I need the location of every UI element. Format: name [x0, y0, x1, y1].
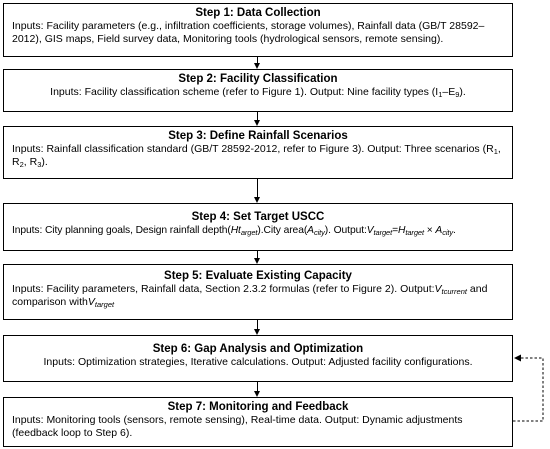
step-4-box: Step 4: Set Target USCC Inputs: City pla…	[3, 203, 513, 251]
step-7-title: Step 7: Monitoring and Feedback	[167, 401, 349, 413]
step-5-title: Step 5: Evaluate Existing Capacity	[164, 270, 352, 282]
arrow-3-4	[254, 179, 260, 203]
step-1-box: Step 1: Data Collection Inputs: Facility…	[3, 3, 513, 57]
arrow-2-3	[254, 112, 260, 126]
step-6-box: Step 6: Gap Analysis and Optimization In…	[3, 335, 513, 382]
step-3-text: Inputs: Rainfall classification standard…	[12, 143, 501, 169]
step-7-box: Step 7: Monitoring and Feedback Inputs: …	[3, 397, 513, 447]
step-6-title: Step 6: Gap Analysis and Optimization	[152, 343, 364, 355]
arrow-1-2	[254, 57, 260, 69]
arrow-6-7	[254, 382, 260, 397]
arrow-4-5	[254, 251, 260, 264]
arrow-5-6	[254, 320, 260, 335]
step-4-text: Inputs: City planning goals, Design rain…	[12, 225, 456, 237]
step-5-text: Inputs: Facility parameters, Rainfall da…	[12, 283, 488, 309]
step-6-text: Inputs: Optimization strategies, Iterati…	[43, 356, 473, 368]
step-3-title: Step 3: Define Rainfall Scenarios	[168, 130, 348, 142]
step-1-text: Inputs: Facility parameters (e.g., infil…	[12, 20, 485, 45]
step-1-title: Step 1: Data Collection	[195, 7, 321, 19]
step-5-box: Step 5: Evaluate Existing Capacity Input…	[3, 264, 513, 320]
step-2-title: Step 2: Facility Classification	[178, 73, 338, 85]
step-2-text: Inputs: Facility classification scheme (…	[50, 86, 466, 99]
step-4-title: Step 4: Set Target USCC	[191, 211, 325, 223]
step-7-text: Inputs: Monitoring tools (sensors, remot…	[12, 414, 463, 439]
step-3-box: Step 3: Define Rainfall Scenarios Inputs…	[3, 126, 513, 179]
step-2-box: Step 2: Facility Classification Inputs: …	[3, 69, 513, 112]
